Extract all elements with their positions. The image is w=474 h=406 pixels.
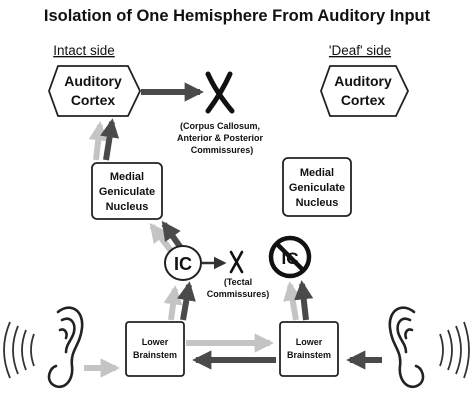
- auditory-cortex-right-line1: Auditory: [334, 73, 392, 89]
- ic-left-label: IC: [174, 254, 192, 274]
- auditory-cortex-right-line2: Cortex: [341, 92, 386, 108]
- lower-brainstem-left: Lower Brainstem: [125, 321, 185, 377]
- inferior-colliculus-left: IC: [164, 245, 202, 281]
- intact-side-label: Intact side: [53, 43, 115, 58]
- brainstem-to-ic-dark-arrow: [176, 281, 196, 321]
- diagram-title: Isolation of One Hemisphere From Auditor…: [44, 7, 431, 25]
- mgn-to-cortex-light-arrow: [88, 121, 108, 161]
- tectal-label-line1: (Tectal: [224, 277, 252, 287]
- ic-to-mgn-dark-arrow: [161, 220, 184, 250]
- auditory-cortex-left: Auditory Cortex: [48, 65, 141, 117]
- prohibition-slash-icon: [275, 242, 305, 272]
- auditory-cortex-left-line1: Auditory: [64, 73, 122, 89]
- brainstem-right-line1: Lower: [296, 337, 323, 347]
- left-sound-waves-icon: [3, 321, 35, 379]
- callosum-label-line2: Anterior & Posterior: [177, 133, 264, 143]
- lower-brainstem-right: Lower Brainstem: [279, 321, 339, 377]
- left-ear-icon: [47, 306, 84, 389]
- mgn-right-line2: Geniculate: [289, 182, 345, 194]
- auditory-cortex-left-line2: Cortex: [71, 92, 116, 108]
- callosum-label-line3: Commissures): [191, 145, 254, 155]
- brainstem-to-ic-light-arrow: [163, 285, 183, 321]
- brainstem-right-line2: Brainstem: [287, 350, 331, 360]
- mgn-right-line1: Medial: [300, 167, 334, 179]
- brainstem-to-ic-right-light-arrow: [283, 281, 303, 321]
- brainstem-left-line2: Brainstem: [133, 350, 177, 360]
- callosum-block-x-icon: [205, 71, 235, 114]
- mgn-left-line2: Geniculate: [99, 186, 155, 198]
- right-ear-icon: [388, 306, 425, 389]
- mgn-left-line1: Medial: [110, 171, 144, 183]
- brainstem-to-ic-right-dark-arrow: [294, 280, 314, 321]
- tectal-block-x-icon: [229, 250, 244, 274]
- callosum-label-line1: (Corpus Callosum,: [180, 121, 260, 131]
- mgn-to-cortex-dark-arrow: [100, 118, 120, 161]
- medial-geniculate-left: Medial Geniculate Nucleus: [91, 162, 163, 220]
- medial-geniculate-right: Medial Geniculate Nucleus: [282, 157, 352, 217]
- deaf-side-label: 'Deaf' side: [329, 43, 391, 58]
- brainstem-left-line1: Lower: [142, 337, 169, 347]
- mgn-left-line3: Nucleus: [106, 201, 149, 213]
- auditory-cortex-right: Auditory Cortex: [320, 65, 409, 117]
- mgn-right-line3: Nucleus: [296, 197, 339, 209]
- tectal-label-line2: Commissures): [207, 289, 270, 299]
- right-sound-waves-icon: [439, 321, 470, 379]
- inferior-colliculus-right-blocked: IC: [268, 235, 312, 279]
